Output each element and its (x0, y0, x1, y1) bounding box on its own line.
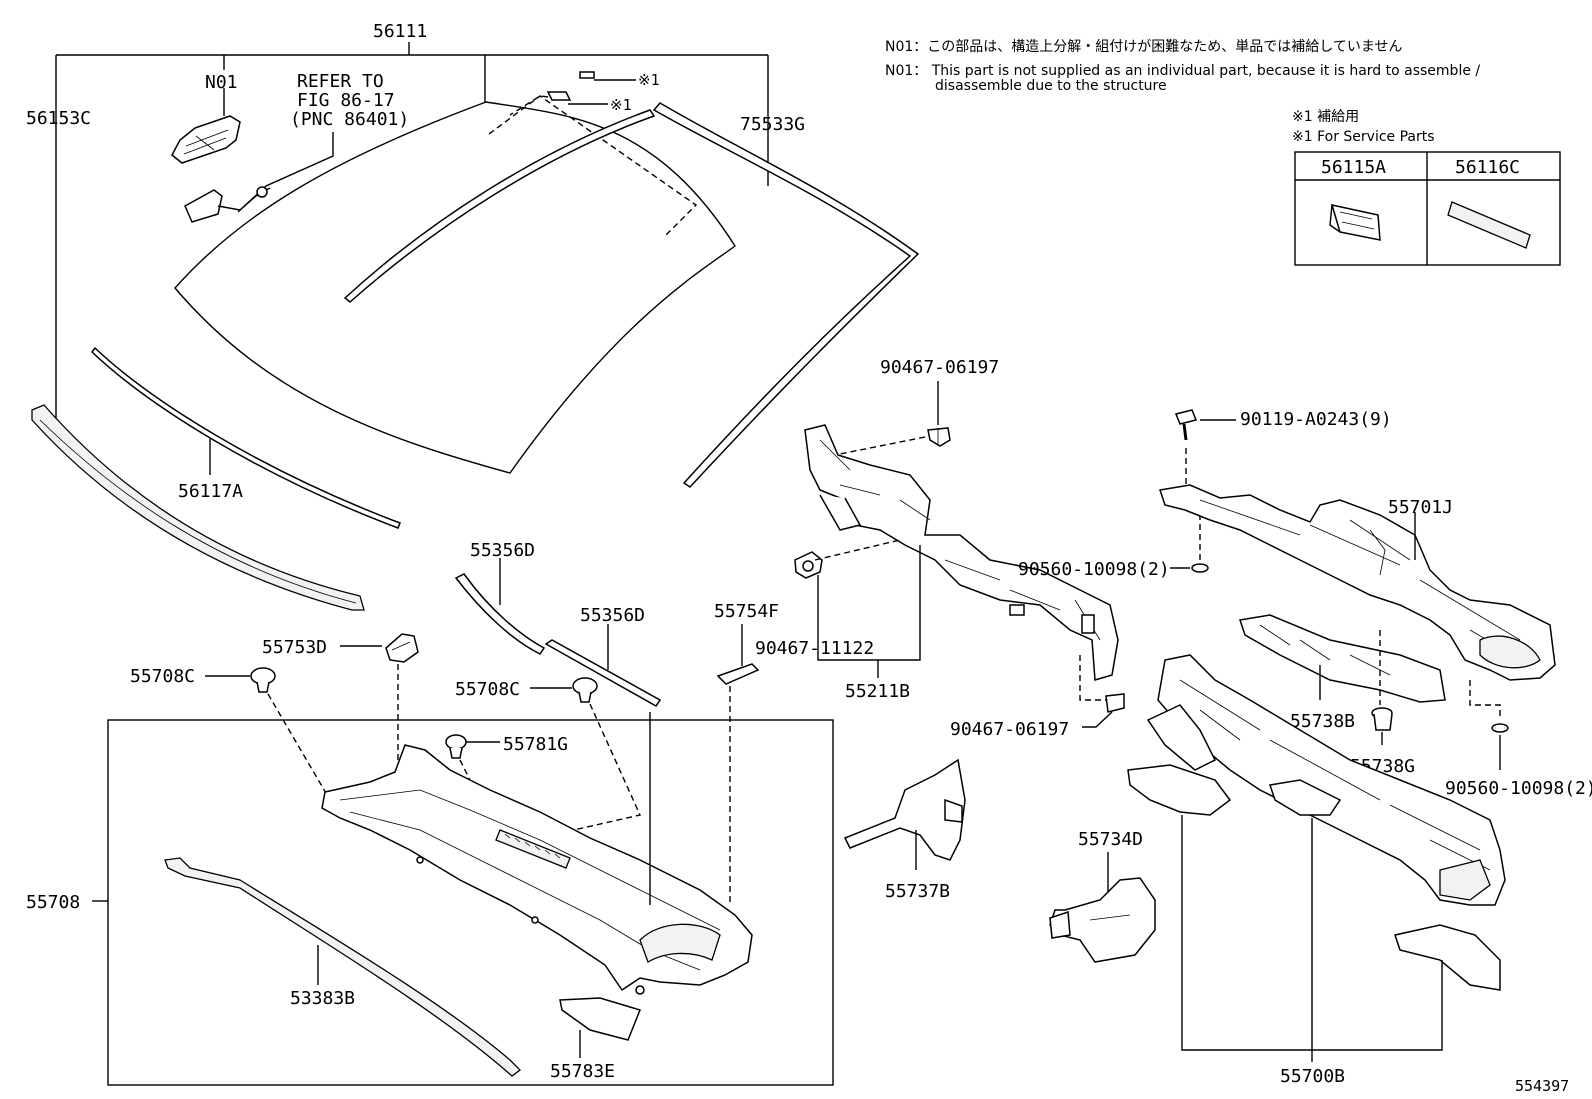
clip-90467-11122 (794, 551, 823, 579)
bracket-55737b (843, 758, 966, 861)
sensor-connector (184, 186, 271, 223)
label-90467-06197-bottom: 90467-06197 (950, 719, 1069, 740)
clip-55708c-left (250, 667, 276, 693)
label-90560-10098-right: 90560-10098(2) (1445, 778, 1592, 799)
hood-to-cowl-seal-left (454, 573, 546, 655)
bracket-55700b-mid (1269, 779, 1342, 816)
windshield-outer-molding (652, 102, 920, 488)
cowl-seal-55738b (1239, 614, 1446, 703)
sensor-area-outline (488, 95, 698, 237)
refer-line3: (PNC 86401) (290, 109, 409, 130)
label-55700b: 55700B (1280, 1066, 1345, 1087)
cover-55753d (385, 633, 419, 663)
clip-90467-06197-bottom (1105, 693, 1125, 713)
windshield-weatherstrip (31, 404, 365, 611)
cowl-side-cover-55734d (1049, 877, 1156, 963)
star-marker-1: ※1 (638, 71, 660, 89)
windshield-side-molding (90, 346, 401, 529)
label-55737b: 55737B (885, 881, 950, 902)
note-service-japanese: ※1 補給用 (1292, 109, 1359, 125)
label-55701j: 55701J (1388, 497, 1453, 518)
washer-90560-mid (1191, 563, 1209, 573)
label-55754f: 55754F (714, 601, 779, 622)
label-56111: 56111 (373, 21, 427, 42)
bolt-90119-a0243 (1174, 409, 1198, 441)
washer-90560-right (1491, 723, 1509, 733)
label-90467-06197-top: 90467-06197 (880, 357, 999, 378)
upper-cowl-panel-55701j (1159, 484, 1556, 681)
clip-55781g (445, 734, 467, 759)
label-55708c-2: 55708C (455, 679, 520, 700)
pad-56116c-icon (1447, 201, 1531, 249)
lower-cowl-panel-55700b (1146, 654, 1506, 906)
note-service-english: ※1 For Service Parts (1292, 129, 1435, 145)
label-55738b: 55738B (1290, 711, 1355, 732)
label-90560-10098-mid: 90560-10098(2) (1018, 559, 1170, 580)
windshield-bracket-lines (55, 42, 769, 430)
label-56117a: 56117A (178, 481, 243, 502)
clip-55708c-right (572, 677, 598, 703)
label-55708c-1: 55708C (130, 666, 195, 687)
figure-id: 554397 (1515, 1077, 1569, 1095)
label-55783e: 55783E (550, 1061, 615, 1082)
label-55211b: 55211B (845, 681, 910, 702)
bracket-55700b-left (1127, 764, 1232, 816)
grommet-55738g (1371, 707, 1393, 731)
cowl-side-bracket-55211b (804, 424, 1119, 681)
label-90467-11122: 90467-11122 (755, 638, 874, 659)
label-n01: N01 (205, 72, 238, 93)
star-marker-2: ※1 (610, 96, 632, 114)
bracket-55700b-right (1394, 924, 1501, 991)
note-n01-english-line1: N01： This part is not supplied as an ind… (885, 63, 1480, 79)
service-table-col1: 56115A (1321, 157, 1386, 178)
label-55734d: 55734D (1078, 829, 1143, 850)
label-55753d: 55753D (262, 637, 327, 658)
cowl-louver-assembly-box (107, 719, 834, 1086)
glass-upper-molding (343, 109, 656, 303)
hood-to-cowl-seal-right (544, 639, 662, 707)
label-55356d-2: 55356D (580, 605, 645, 626)
note-n01-japanese: N01：この部品は、構造上分解・組付けが困難なため、単品では補給していません (885, 39, 1402, 55)
clip-90467-06197-top (927, 427, 951, 447)
clip-56115a-icon (1329, 203, 1381, 241)
label-90119-a0243: 90119-A0243(9) (1240, 409, 1392, 430)
cowl-louver-panel (321, 744, 753, 995)
refer-line1: REFER TO (297, 71, 384, 92)
label-55781g: 55781G (503, 734, 568, 755)
label-53383b: 53383B (290, 988, 355, 1009)
label-56153c: 56153C (26, 108, 91, 129)
service-parts-table: 56115A 56116C (1294, 151, 1561, 266)
refer-line2: FIG 86-17 (297, 90, 395, 111)
label-75533g: 75533G (740, 114, 805, 135)
cover-55783e (559, 997, 642, 1041)
label-55356d-1: 55356D (470, 540, 535, 561)
windshield-glass (174, 101, 736, 474)
cowl-seal-53383b (164, 857, 521, 1077)
service-part-markers: ※1 ※1 (546, 71, 660, 114)
label-55708: 55708 (26, 892, 80, 913)
cover-55754f (716, 663, 760, 685)
note-n01-english-line2: disassemble due to the structure (935, 78, 1167, 94)
service-table-col2: 56116C (1455, 157, 1520, 178)
rain-sensor-bracket (171, 88, 241, 164)
